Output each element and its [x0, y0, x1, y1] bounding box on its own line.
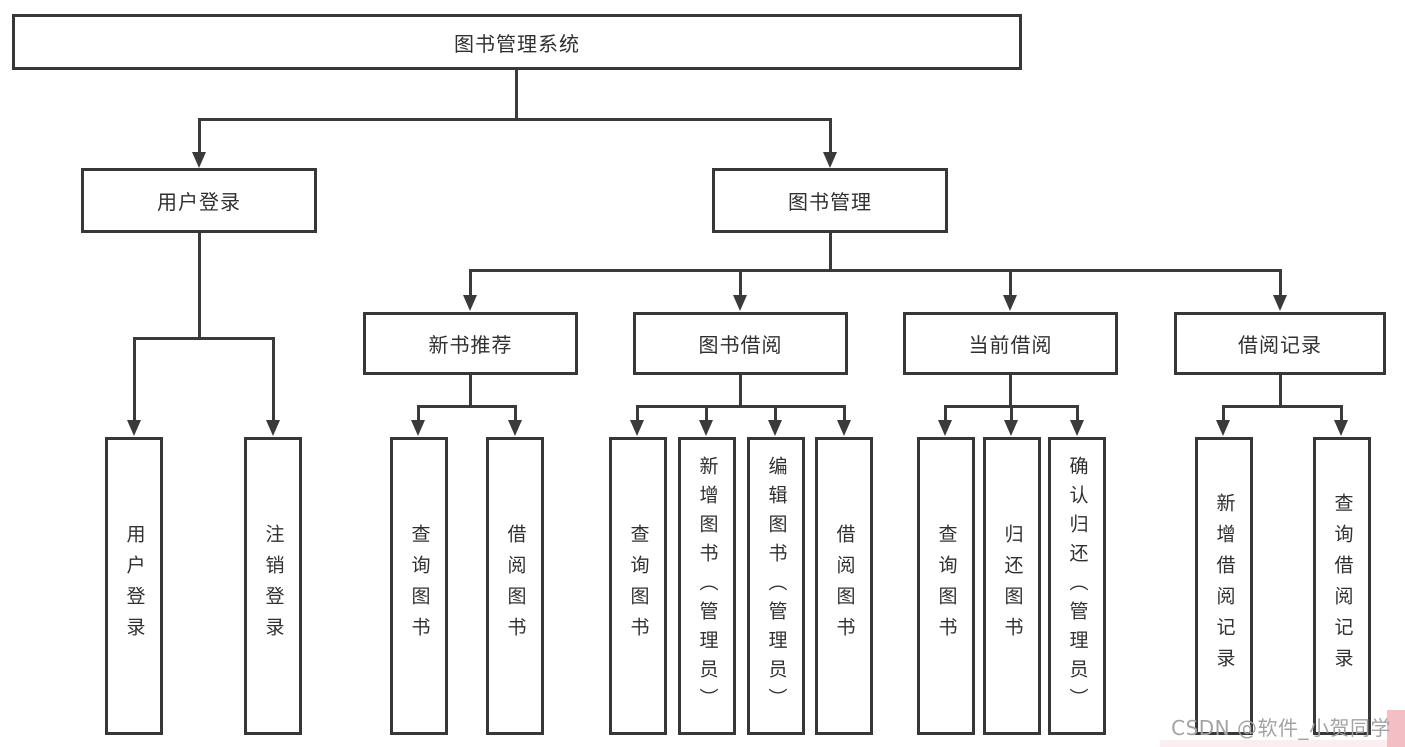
leaf-add-book-admin-label: 新增图书（管理员）: [696, 455, 719, 717]
connector-line: [636, 405, 846, 408]
connector-line: [272, 337, 275, 421]
connector-line: [1340, 405, 1343, 421]
connector-line: [1010, 405, 1013, 421]
connector-line: [1279, 375, 1282, 408]
leaf-query-book-current-label: 查询图书: [935, 524, 958, 648]
leaf-query-book-current: 查询图书: [917, 437, 975, 735]
connector-line: [133, 337, 136, 421]
arrow-down-icon: [1216, 420, 1230, 436]
node-new-book-recommendation-label: 新书推荐: [428, 333, 513, 357]
connector-line: [705, 405, 708, 421]
leaf-user-login-label: 用户登录: [123, 524, 146, 648]
node-borrowing-records: 借阅记录: [1174, 312, 1386, 375]
connector-line: [636, 405, 639, 421]
node-book-management: 图书管理: [712, 168, 948, 233]
arrow-down-icon: [508, 420, 522, 436]
connector-line: [198, 233, 201, 339]
leaf-query-book-borrowing: 查询图书: [609, 437, 667, 735]
watermark-pink-corner: [1387, 710, 1405, 747]
arrow-down-icon: [938, 420, 952, 436]
node-root-label: 图书管理系统: [454, 31, 580, 56]
connector-line: [133, 337, 275, 340]
node-current-borrowing: 当前借阅: [903, 312, 1118, 375]
watermark-pink-strip: [1160, 740, 1405, 747]
arrow-down-icon: [630, 420, 644, 436]
arrow-down-icon: [1273, 295, 1287, 311]
connector-line: [417, 405, 517, 408]
arrow-down-icon: [266, 420, 280, 436]
leaf-query-book-borrowing-label: 查询图书: [627, 524, 650, 648]
leaf-user-login: 用户登录: [105, 437, 163, 735]
arrow-down-icon: [127, 420, 141, 436]
node-new-book-recommendation: 新书推荐: [363, 312, 578, 375]
leaf-confirm-return-admin: 确认归还（管理员）: [1048, 437, 1106, 735]
connector-line: [514, 405, 517, 421]
connector-line: [198, 118, 201, 154]
leaf-borrow-book-recommend: 借阅图书: [486, 437, 544, 735]
leaf-query-borrow-record-label: 查询借阅记录: [1331, 493, 1354, 679]
connector-line: [829, 118, 832, 154]
leaf-query-book-recommend: 查询图书: [390, 437, 448, 735]
connector-line: [739, 375, 742, 408]
connector-line: [469, 269, 472, 297]
connector-line: [1009, 375, 1012, 408]
arrow-down-icon: [837, 420, 851, 436]
arrow-down-icon: [411, 420, 425, 436]
connector-line: [1009, 269, 1012, 297]
arrow-down-icon: [733, 295, 747, 311]
arrow-down-icon: [768, 420, 782, 436]
watermark: CSDN @软件_小贺同学: [1171, 716, 1391, 740]
arrow-down-icon: [1334, 420, 1348, 436]
leaf-add-borrow-record-label: 新增借阅记录: [1213, 493, 1236, 679]
node-current-borrowing-label: 当前借阅: [968, 333, 1053, 357]
connector-line: [1279, 269, 1282, 297]
connector-line: [469, 269, 1282, 272]
arrow-down-icon: [192, 152, 206, 168]
arrow-down-icon: [823, 152, 837, 168]
leaf-add-borrow-record: 新增借阅记录: [1195, 437, 1253, 735]
arrow-down-icon: [1004, 420, 1018, 436]
connector-line: [829, 233, 832, 272]
connector-line: [944, 405, 947, 421]
connector-line: [1222, 405, 1342, 408]
connector-line: [469, 375, 472, 408]
connector-line: [774, 405, 777, 421]
leaf-edit-book-admin: 编辑图书（管理员）: [747, 437, 805, 735]
leaf-return-book-label: 归还图书: [1001, 524, 1024, 648]
arrow-down-icon: [1070, 420, 1084, 436]
leaf-logout: 注销登录: [244, 437, 302, 735]
connector-line: [843, 405, 846, 421]
arrow-down-icon: [1003, 295, 1017, 311]
arrow-down-icon: [463, 295, 477, 311]
arrow-down-icon: [699, 420, 713, 436]
connector-line: [739, 269, 742, 297]
leaf-query-book-recommend-label: 查询图书: [408, 524, 431, 648]
connector-line: [417, 405, 420, 421]
node-book-management-label: 图书管理: [788, 190, 872, 214]
leaf-edit-book-admin-label: 编辑图书（管理员）: [765, 455, 788, 717]
leaf-borrow-book-borrowing-label: 借阅图书: [833, 524, 856, 648]
connector-line: [198, 118, 831, 121]
leaf-borrow-book-recommend-label: 借阅图书: [504, 524, 527, 648]
node-user-login: 用户登录: [81, 168, 317, 233]
node-user-login-label: 用户登录: [157, 190, 241, 214]
node-borrowing-records-label: 借阅记录: [1238, 333, 1322, 357]
leaf-borrow-book-borrowing: 借阅图书: [815, 437, 873, 735]
leaf-confirm-return-admin-label: 确认归还（管理员）: [1066, 455, 1089, 717]
connector-line: [515, 70, 518, 120]
connector-line: [1076, 405, 1079, 421]
connector-line: [1222, 405, 1225, 421]
leaf-query-borrow-record: 查询借阅记录: [1313, 437, 1371, 735]
node-book-borrowing-label: 图书借阅: [698, 333, 783, 357]
node-book-borrowing: 图书借阅: [633, 312, 848, 375]
leaf-logout-label: 注销登录: [262, 524, 285, 648]
node-root: 图书管理系统: [12, 14, 1022, 70]
leaf-return-book: 归还图书: [983, 437, 1041, 735]
leaf-add-book-admin: 新增图书（管理员）: [678, 437, 736, 735]
